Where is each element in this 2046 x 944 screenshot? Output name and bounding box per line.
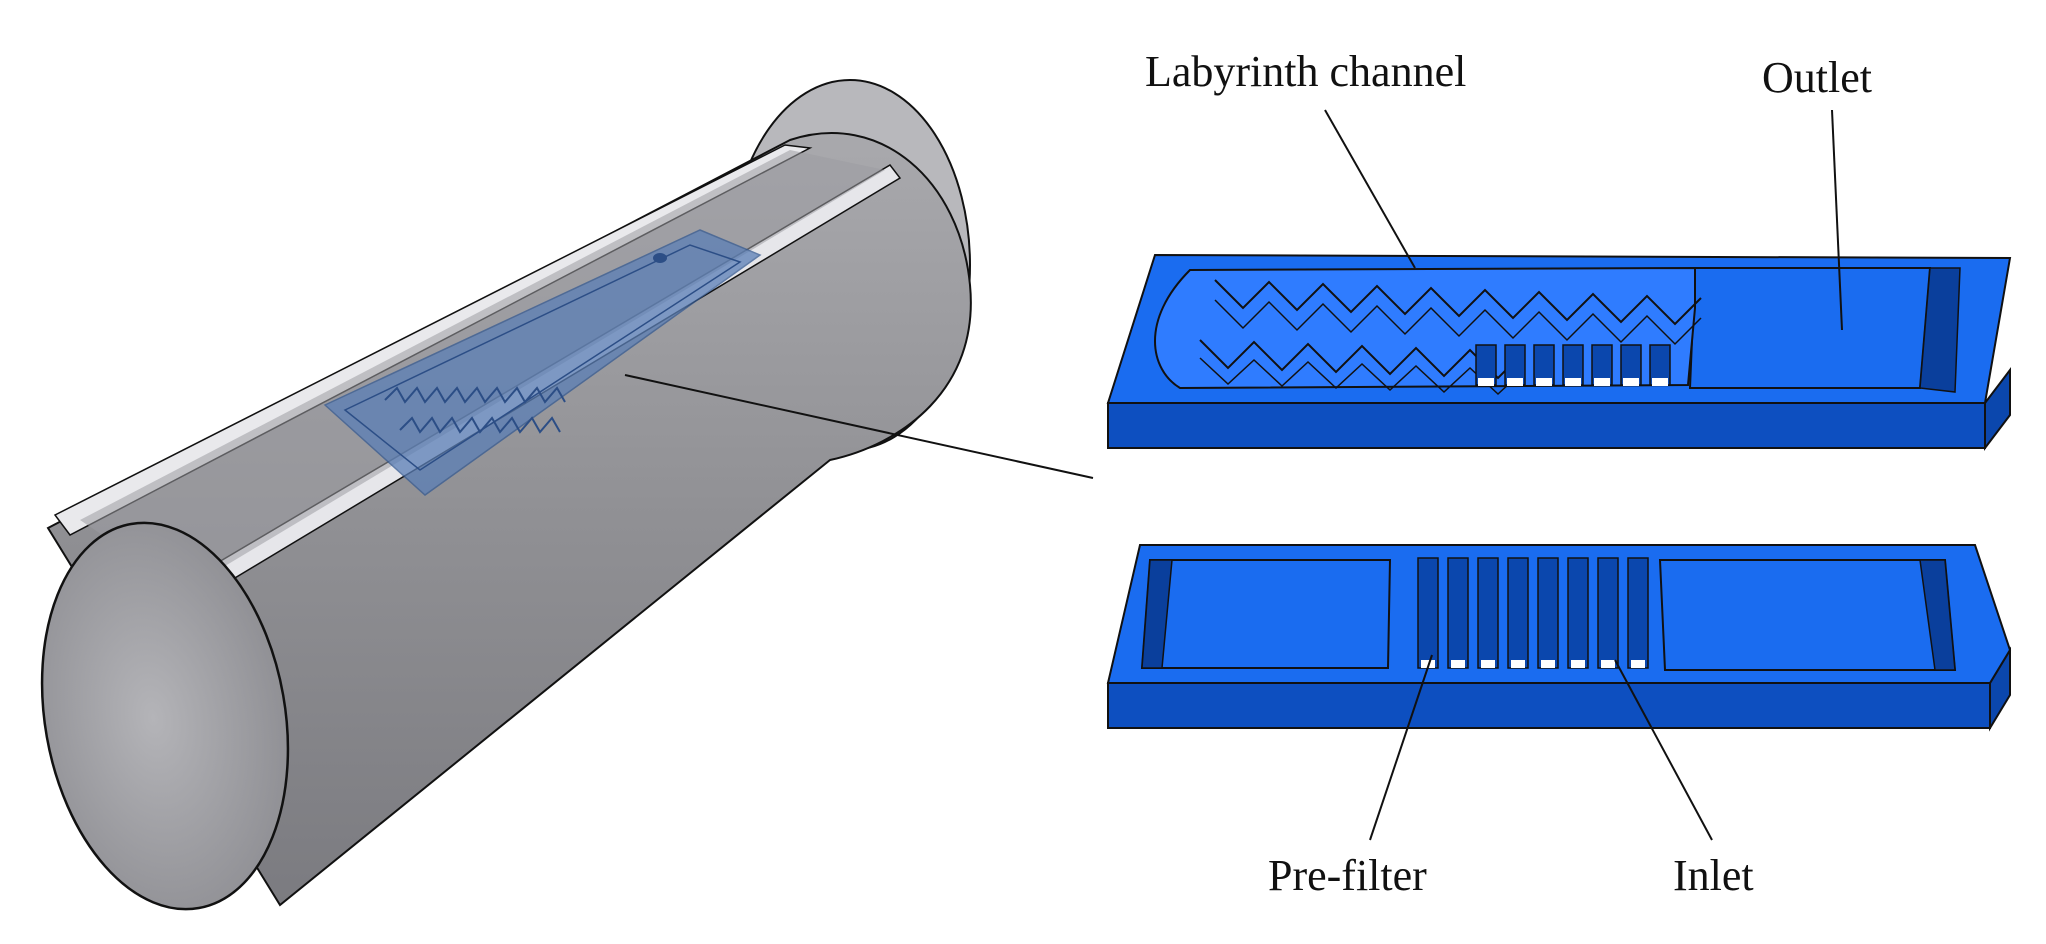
outlet-leader-line bbox=[1831, 109, 1843, 331]
pipe-leader-line bbox=[624, 374, 1094, 479]
emitter-top-part bbox=[1106, 253, 2012, 451]
drip-pipe-illustration bbox=[40, 79, 1094, 911]
outlet-label: Outlet bbox=[1762, 53, 1872, 102]
labyrinth-leader-line bbox=[1324, 109, 1416, 269]
labyrinth-channel-label: Labyrinth channel bbox=[1145, 47, 1466, 96]
inlet-leader-line bbox=[1614, 659, 1713, 841]
emitter-bottom-part bbox=[1106, 544, 2012, 732]
prefilter-label: Pre-filter bbox=[1268, 851, 1427, 900]
inlet-label: Inlet bbox=[1673, 851, 1754, 900]
prefilter-leader-line bbox=[1369, 654, 1433, 841]
pipe-near-end bbox=[40, 521, 290, 911]
bottom-prefilter-fins bbox=[1417, 557, 1649, 669]
embedded-emitter bbox=[323, 229, 762, 496]
top-prefilter-slots bbox=[1475, 344, 1671, 386]
